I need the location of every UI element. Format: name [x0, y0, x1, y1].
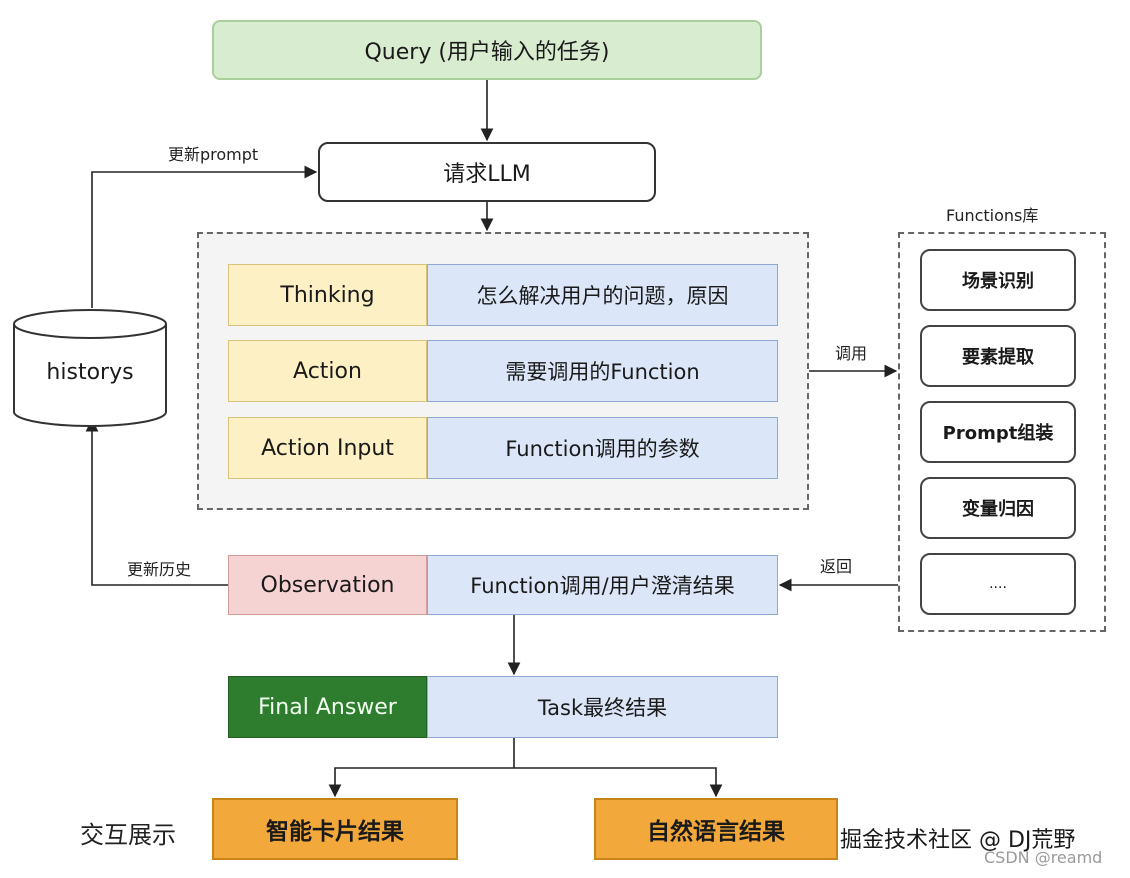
function-more: ....: [920, 553, 1076, 615]
invoke-label: 调用: [835, 344, 868, 363]
functions-library-title: Functions库: [946, 206, 1039, 225]
return-label: 返回: [820, 557, 853, 576]
historys-label: historys: [46, 360, 134, 385]
thinking-value: 怎么解决用户的问题，原因: [427, 264, 778, 326]
arrow-to-natural-language: [514, 767, 723, 798]
arrow-to-smart-card: [328, 767, 514, 798]
query-box: Query (用户输入的任务): [212, 20, 762, 80]
function-prompt-assembly: Prompt组装: [920, 401, 1076, 463]
final-answer-value: Task最终结果: [427, 676, 778, 738]
arrow-observation-to-historys: [85, 418, 228, 586]
function-variable-attribution: 变量归因: [920, 477, 1076, 539]
final-answer-key: Final Answer: [228, 676, 427, 738]
update-history-label: 更新历史: [127, 560, 192, 579]
natural-language-result: 自然语言结果: [594, 798, 838, 860]
historys-database-icon: [13, 309, 167, 427]
smart-card-result: 智能卡片结果: [212, 798, 458, 860]
function-element-extraction: 要素提取: [920, 325, 1076, 387]
functions-library: [898, 232, 1106, 632]
action-key: Action: [228, 340, 427, 402]
llm-request-box: 请求LLM: [318, 142, 656, 202]
arrow-historys-to-llm: [91, 165, 318, 308]
observation-value: Function调用/用户澄清结果: [427, 555, 778, 615]
observation-key: Observation: [228, 555, 427, 615]
update-prompt-label: 更新prompt: [168, 145, 259, 164]
juejin-watermark: 掘金技术社区 @ DJ荒野: [840, 828, 1076, 853]
action-value: 需要调用的Function: [427, 340, 778, 402]
action-input-key: Action Input: [228, 417, 427, 479]
csdn-watermark: CSDN @reamd: [984, 848, 1103, 867]
action-input-value: Function调用的参数: [427, 417, 778, 479]
function-scene-recognition: 场景识别: [920, 249, 1076, 311]
display-label: 交互展示: [80, 821, 176, 849]
thinking-key: Thinking: [228, 264, 427, 326]
